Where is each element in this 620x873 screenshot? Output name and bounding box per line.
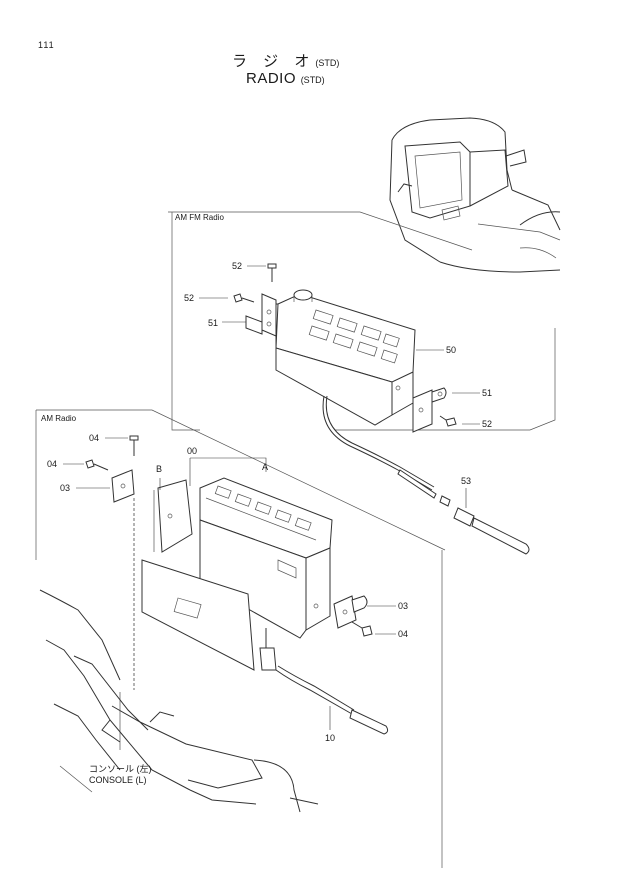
title-japanese-text: ラ ジ オ [232, 53, 316, 70]
amfm-radio-body [275, 289, 416, 426]
callout-03-left: 03 [60, 483, 71, 493]
callout-52-right: 52 [482, 419, 493, 429]
am-right-bracket [333, 595, 373, 637]
amfm-antenna-cable [322, 395, 530, 555]
callout-10: 10 [325, 733, 336, 743]
callout-a: A [262, 462, 269, 472]
title-english-suffix: (STD) [300, 75, 325, 85]
callout-53: 53 [461, 476, 472, 486]
callout-04-right: 04 [398, 629, 409, 639]
amfm-group-title: AM FM Radio [175, 213, 224, 222]
callout-50: 50 [446, 345, 457, 355]
callout-03-right: 03 [398, 601, 409, 611]
leader-lines [63, 265, 480, 750]
callout-51-right: 51 [482, 388, 493, 398]
callout-04-left: 04 [47, 459, 58, 469]
callout-51-left: 51 [208, 318, 219, 328]
console-label-japanese: コンソール (左) [89, 764, 152, 774]
amfm-right-bracket [412, 387, 457, 433]
callout-00: 00 [187, 446, 198, 456]
title-english: RADIO (STD) [246, 70, 325, 87]
console-label-english: CONSOLE (L) [89, 775, 147, 785]
amfm-group-frame [168, 211, 556, 431]
am-radio-body [199, 477, 333, 639]
cab-sketch [389, 117, 561, 273]
amfm-left-bracket [233, 263, 277, 337]
callout-52-top: 52 [232, 261, 243, 271]
am-group-title: AM Radio [41, 414, 77, 423]
page-number: 111 [38, 40, 55, 50]
title-japanese: ラ ジ オ(STD) [232, 50, 339, 71]
am-left-bracket [85, 435, 255, 671]
callout-b: B [156, 464, 163, 474]
am-group-frame [35, 409, 446, 868]
title-english-text: RADIO [246, 70, 297, 87]
callout-52-left: 52 [184, 293, 195, 303]
callout-04-top: 04 [89, 433, 100, 443]
am-antenna-cable [259, 628, 389, 735]
console-sketch [39, 589, 319, 813]
title-japanese-suffix: (STD) [315, 58, 340, 68]
